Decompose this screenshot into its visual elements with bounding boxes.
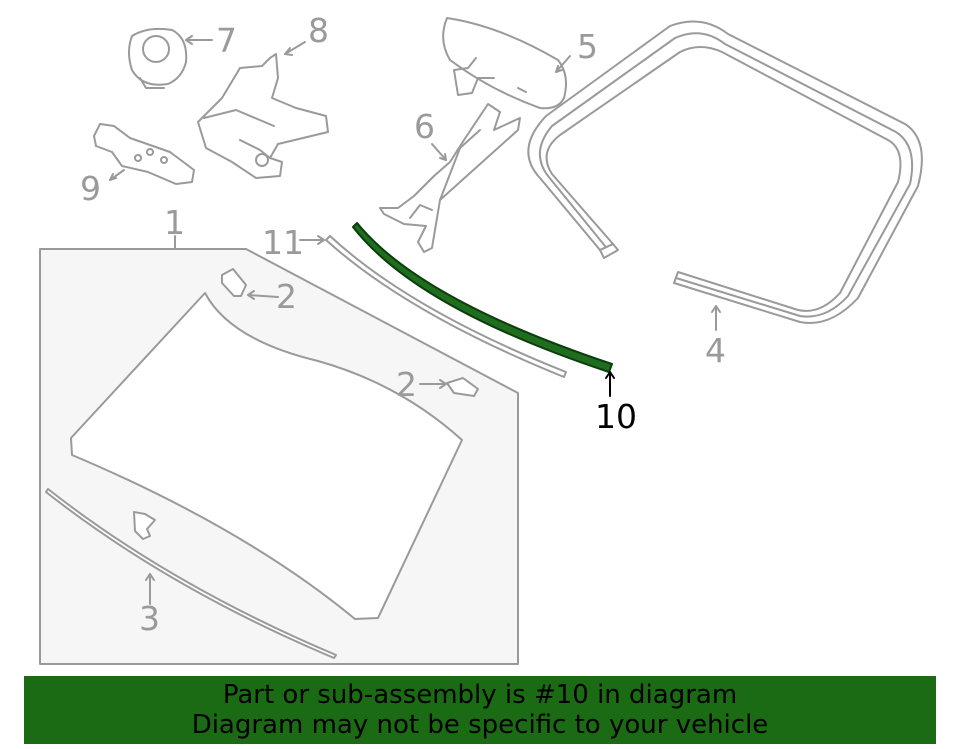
banner-line-2: Diagram may not be specific to your vehi… <box>191 710 769 740</box>
mirror-stem <box>453 57 495 96</box>
callout-2-right: 2 <box>396 365 417 404</box>
seal-outer <box>527 20 923 324</box>
part-4-seal[interactable] <box>527 20 923 324</box>
clip-right-shape <box>446 377 479 397</box>
part-11-upper-molding[interactable] <box>325 235 567 378</box>
callout-1: 1 <box>164 203 185 242</box>
callout-5: 5 <box>577 27 598 66</box>
callout-6: 6 <box>414 107 435 146</box>
windshield-bracket <box>133 511 156 540</box>
callout-11: 11 <box>262 223 304 262</box>
part-7-sensor[interactable] <box>128 27 188 89</box>
callout-7: 7 <box>216 21 237 60</box>
part-2-clip-upper[interactable] <box>221 268 247 297</box>
clip-upper-shape <box>221 268 247 297</box>
part-8-bracket-assembly[interactable] <box>197 53 329 179</box>
part-2-clip-right[interactable] <box>446 377 479 397</box>
callout-2-upper: 2 <box>276 277 297 316</box>
info-banner: Part or sub-assembly is #10 in diagram D… <box>24 676 936 744</box>
leader-line-10 <box>605 371 615 397</box>
callout-4: 4 <box>705 331 726 370</box>
banner-line-1: Part or sub-assembly is #10 in diagram <box>222 680 738 710</box>
windshield-glass-outline <box>70 292 463 620</box>
callout-8: 8 <box>308 11 329 50</box>
part-6-bracket[interactable] <box>379 103 521 253</box>
callout-10: 10 <box>595 397 637 436</box>
callout-9: 9 <box>80 169 101 208</box>
seal-end-cap <box>599 243 619 259</box>
mirror-detail <box>517 87 527 93</box>
part-5-mirror[interactable] <box>442 17 567 110</box>
callout-3: 3 <box>139 599 160 638</box>
part-3-lower-molding[interactable] <box>45 488 337 659</box>
seal-inner <box>539 32 914 318</box>
part-9-mount-plate[interactable] <box>93 123 195 185</box>
leader-lines <box>109 35 721 605</box>
mirror-body <box>442 17 567 110</box>
part-1-windshield[interactable] <box>39 248 519 665</box>
